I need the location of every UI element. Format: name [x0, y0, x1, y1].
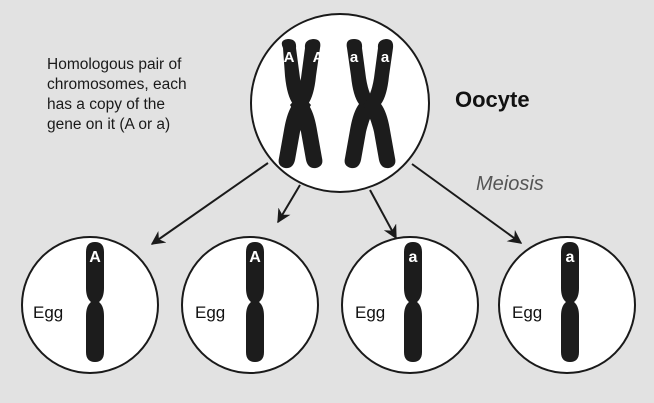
oocyte-membrane [251, 14, 429, 192]
oocyte-allele-1: A [284, 49, 295, 66]
arrow-to-egg-2 [278, 185, 300, 222]
homologous-pair-caption: Homologous pair of chromosomes, each has… [47, 55, 232, 135]
arrow-to-egg-1 [152, 163, 268, 244]
egg-label-1: Egg [33, 303, 63, 323]
egg-allele-3: a [409, 249, 418, 266]
egg-allele-1: A [89, 249, 101, 266]
egg-label-2: Egg [195, 303, 225, 323]
egg-allele-4: a [566, 249, 575, 266]
oocyte-allele-2: A [313, 49, 324, 66]
meiosis-label: Meiosis [476, 173, 544, 196]
oocyte-allele-3: a [350, 49, 359, 66]
egg-label-3: Egg [355, 303, 385, 323]
arrow-to-egg-3 [370, 190, 396, 238]
egg-allele-2: A [249, 249, 261, 266]
oocyte-label: Oocyte [455, 87, 530, 113]
oocyte-allele-4: a [381, 49, 390, 66]
oocyte-cell: A A a a [251, 14, 429, 192]
egg-label-4: Egg [512, 303, 542, 323]
